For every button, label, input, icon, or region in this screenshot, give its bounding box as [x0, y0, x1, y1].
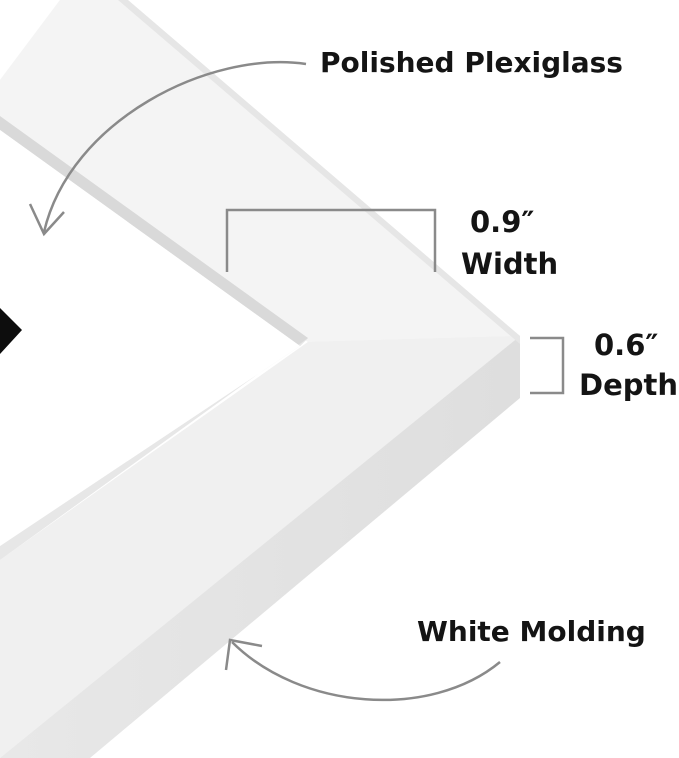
plexiglass-label: Polished Plexiglass: [320, 46, 623, 79]
width-value: 0.9″: [470, 205, 535, 239]
plexiglass-edge-lower: [0, 338, 308, 560]
picture-area: [0, 130, 300, 546]
plexiglass-edge: [0, 116, 308, 346]
frame-side-depth: [0, 336, 520, 758]
width-label: Width: [461, 247, 559, 281]
depth-value: 0.6″: [594, 328, 659, 362]
depth-bracket: [530, 336, 565, 395]
frame-side-top-edge: [118, 0, 520, 344]
depth-label: Depth: [579, 368, 679, 402]
plexiglass-arrow-head: [28, 203, 65, 237]
width-bracket: [225, 208, 437, 272]
artwork-dark-corner: [0, 308, 22, 354]
molding-arrow-head: [224, 638, 263, 671]
molding-label: White Molding: [417, 615, 646, 648]
molding-callout-arrow: [231, 641, 501, 702]
frame-top-band: [0, 0, 520, 342]
plexiglass-callout-arrow: [42, 61, 307, 233]
